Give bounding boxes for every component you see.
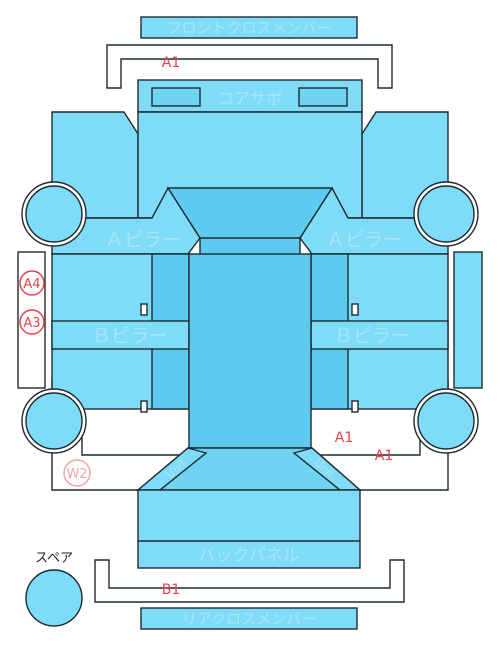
damage-mark-rear-cross-member: B1	[162, 582, 181, 598]
center-tunnel	[188, 253, 312, 449]
rear-cross-member[interactable]: リアクロスメンバー	[140, 607, 358, 630]
back-panel-label: バックパネル	[198, 546, 299, 566]
badge-a4[interactable]: A4	[19, 270, 45, 296]
spare-label: スペア	[35, 551, 73, 566]
damage-mark-rear-right-1: A1	[335, 430, 353, 446]
a-pillar-left-label: Ａピラー	[105, 229, 181, 251]
front-cross-member-outline	[106, 44, 393, 89]
damage-mark-front-cross-member: A1	[162, 55, 180, 71]
b-pillar-right-label: Ｂピラー	[334, 325, 410, 347]
right-outer-panel[interactable]	[453, 251, 483, 389]
rear-floor[interactable]: Unit Unit	[136, 447, 362, 491]
b-pillar-left-label: Ｂピラー	[92, 325, 168, 347]
front-cross-member[interactable]: フロントクロスメンバー	[140, 16, 358, 39]
b-pillar-left[interactable]: Ｂピラー	[51, 320, 190, 350]
wheel-rear-right[interactable]	[413, 388, 479, 454]
badge-a3-label: A3	[23, 316, 40, 331]
core-support[interactable]: コアサポ	[137, 79, 363, 113]
core-support-label: コアサポ	[218, 89, 282, 108]
badge-w2-label: W2	[66, 467, 87, 482]
badge-a4-label: A4	[23, 277, 40, 292]
badge-w2[interactable]: W2	[63, 459, 91, 487]
wheel-front-right[interactable]	[413, 181, 479, 247]
front-cross-member-label: フロントクロスメンバー	[166, 19, 331, 37]
b-pillar-right[interactable]: Ｂピラー	[310, 320, 449, 350]
rear-cross-member-label: リアクロスメンバー	[182, 610, 316, 628]
a-pillar-right-label: Ａピラー	[326, 229, 402, 251]
wheel-rear-left[interactable]	[21, 388, 87, 454]
damage-mark-rear-right-2: A1	[375, 448, 393, 464]
badge-a3[interactable]: A3	[19, 309, 45, 335]
wheel-front-left[interactable]	[21, 181, 87, 247]
back-panel[interactable]: バックパネル	[137, 489, 361, 569]
spare-tire[interactable]: スペア	[25, 551, 83, 627]
rear-cross-member-outline	[94, 559, 405, 603]
